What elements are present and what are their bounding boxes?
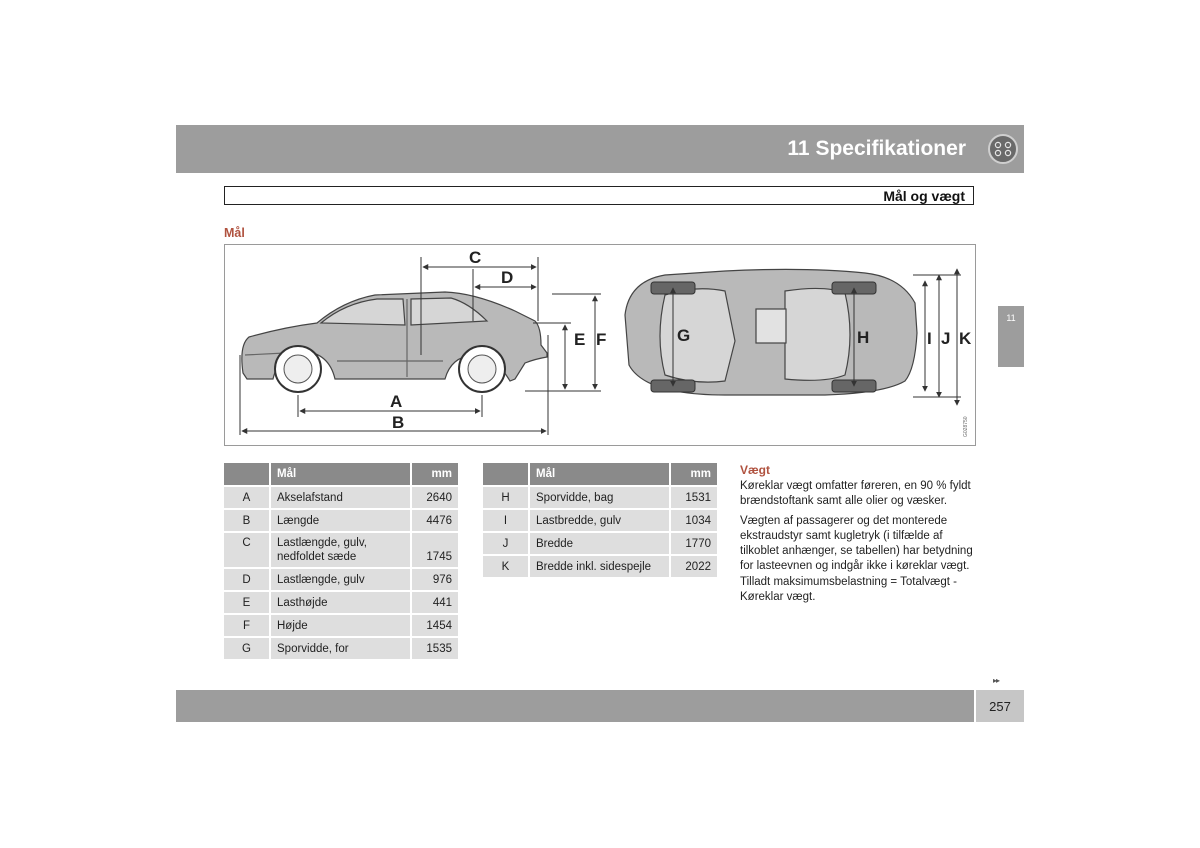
row-value: 2640 [412,487,458,508]
section-title: Mål og vægt [883,188,965,204]
row-name: Bredde inkl. sidespejle [530,556,671,577]
row-key: J [483,533,530,554]
weight-paragraph: Køreklar vægt omfatter føreren, en 90 % … [740,480,971,507]
table-header-row: Mål mm [224,463,458,485]
row-value: 1454 [412,615,458,636]
row-value: 1535 [412,638,458,659]
footer-bar [176,690,974,722]
table-header-row: Mål mm [483,463,717,485]
row-key: B [224,510,271,531]
row-value: 1034 [671,510,717,531]
dim-label-i: I [927,329,932,348]
header-key [224,463,271,485]
header-mm: mm [412,463,458,485]
row-name: Akselafstand [271,487,412,508]
dim-label-e: E [574,330,585,349]
table-row: J Bredde 1770 [483,533,717,554]
dim-label-b: B [392,413,404,432]
row-key: I [483,510,530,531]
car-diagram-svg: A B C D E F G H I J K G028750 [239,248,972,437]
table-row: F Højde 1454 [224,615,458,636]
row-name: Længde [271,510,412,531]
table-row: I Lastbredde, gulv 1034 [483,510,717,531]
row-value: 976 [412,569,458,590]
row-key: G [224,638,271,659]
row-name: Lastbredde, gulv [530,510,671,531]
top-view-wheels [650,281,877,393]
header-key [483,463,530,485]
row-key: D [224,569,271,590]
dim-label-f: F [596,330,606,349]
dimensions-table-left: Mål mm A Akselafstand 2640 B Længde 4476… [224,461,458,661]
weight-paragraph: Tilladt maksimumsbelastning = Totalvægt … [740,576,957,603]
dim-label-c: C [469,248,481,267]
top-dimension-lines [670,268,961,406]
dim-label-g: G [677,326,690,345]
side-tab-number: 11 [1006,313,1016,323]
dimensions-heading: Mål [224,226,245,240]
side-view-wheels [274,345,506,393]
row-value: 1531 [671,487,717,508]
image-code: G028750 [963,416,969,437]
header-mal: Mål [530,463,671,485]
table-row: C Lastlængde, gulv, nedfoldet sæde 1745 [224,533,458,567]
row-value: 441 [412,592,458,613]
car-side-view [241,291,548,382]
table-row: A Akselafstand 2640 [224,487,458,508]
specifications-chapter-icon [988,134,1018,164]
weight-paragraph: Vægten af passagerer og det monterede ek… [740,515,973,572]
row-name: Højde [271,615,412,636]
row-value: 1745 [412,533,458,567]
row-value: 1770 [671,533,717,554]
page-number-box: 257 [976,690,1024,722]
dim-label-k: K [959,329,972,348]
side-dimension-lines [239,257,601,435]
table-row: H Sporvidde, bag 1531 [483,487,717,508]
weight-heading: Vægt [740,463,770,477]
header-mm: mm [671,463,717,485]
dim-label-j: J [941,329,950,348]
chapter-title: 11 Specifikationer [787,137,966,160]
row-name: Lastlængde, gulv, nedfoldet sæde [271,533,412,567]
row-name: Lasthøjde [271,592,412,613]
row-key: C [224,533,271,567]
dim-label-d: D [501,268,513,287]
table-row: D Lastlængde, gulv 976 [224,569,458,590]
row-value: 2022 [671,556,717,577]
row-name: Sporvidde, for [271,638,412,659]
row-name: Sporvidde, bag [530,487,671,508]
row-value: 4476 [412,510,458,531]
row-key: F [224,615,271,636]
dim-label-h: H [857,328,869,347]
car-top-view [624,268,918,396]
chapter-header-bar: 11 Specifikationer [176,125,1024,173]
row-key: K [483,556,530,577]
car-dimensions-diagram: A B C D E F G H I J K G028750 [224,244,976,446]
dimensions-table-right: Mål mm H Sporvidde, bag 1531 I Lastbredd… [483,461,717,579]
table-row: K Bredde inkl. sidespejle 2022 [483,556,717,577]
header-mal: Mål [271,463,412,485]
page-number: 257 [989,699,1011,714]
dim-label-a: A [390,392,402,411]
table-row: G Sporvidde, for 1535 [224,638,458,659]
section-title-box: Mål og vægt [224,186,974,205]
chapter-side-tab: 11 [998,306,1024,367]
row-key: A [224,487,271,508]
row-key: H [483,487,530,508]
table-row: E Lasthøjde 441 [224,592,458,613]
row-name: Lastlængde, gulv [271,569,412,590]
continue-arrow-icon: ▸▸ [993,676,1000,685]
table-row: B Længde 4476 [224,510,458,531]
row-key: E [224,592,271,613]
row-name: Bredde [530,533,671,554]
